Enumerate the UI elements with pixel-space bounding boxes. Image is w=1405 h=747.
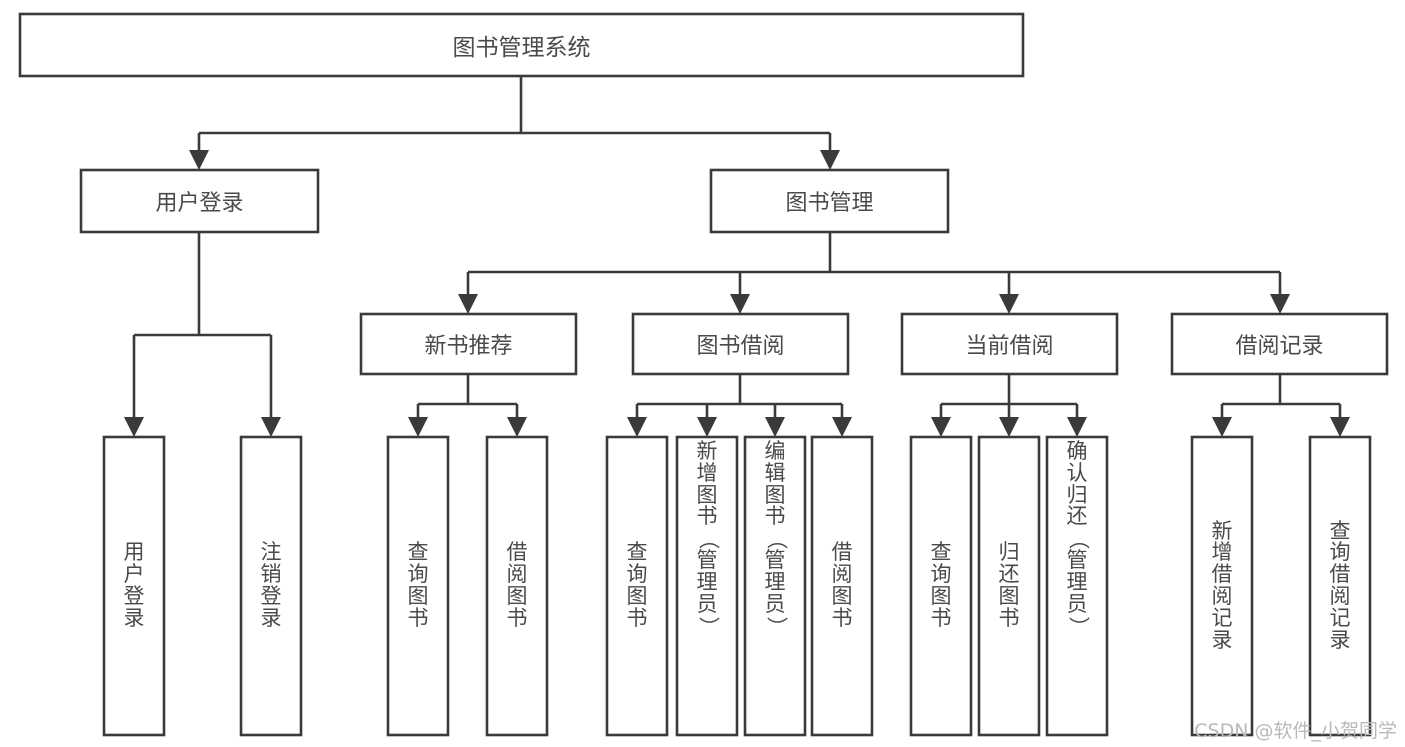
edge-group-root: [189, 76, 840, 170]
arrow-head-icon: [1067, 417, 1087, 437]
arrow-head-icon: [832, 417, 852, 437]
arrow-head-icon: [730, 294, 750, 314]
node-box-leaf-return-book[interactable]: [977, 435, 1041, 737]
arrow-head-icon: [1330, 417, 1350, 437]
arrow-head-icon: [1270, 294, 1290, 314]
node-box-leaf-borrow-book-1[interactable]: [485, 435, 549, 737]
arrow-head-icon: [124, 417, 144, 437]
node-box-new-book-rec[interactable]: [359, 312, 578, 376]
arrow-head-icon: [408, 417, 428, 437]
arrow-head-icon: [261, 417, 281, 437]
arrow-head-icon: [999, 294, 1019, 314]
node-box-user-login[interactable]: [79, 168, 320, 234]
edge-group-new-book-rec: [408, 374, 527, 437]
node-box-book-mgmt[interactable]: [709, 168, 950, 234]
arrow-head-icon: [627, 417, 647, 437]
edge-group-book-mgmt: [458, 232, 1290, 314]
arrow-head-icon: [820, 150, 840, 170]
node-box-leaf-borrow-book-2[interactable]: [810, 435, 874, 737]
node-box-book-borrow[interactable]: [631, 312, 850, 376]
arrow-head-icon: [1212, 417, 1232, 437]
node-box-leaf-query-book-3[interactable]: [909, 435, 973, 737]
arrow-head-icon: [189, 150, 209, 170]
arrow-head-icon: [931, 417, 951, 437]
arrow-head-icon: [697, 417, 717, 437]
arrow-head-icon: [458, 294, 478, 314]
node-box-leaf-add-record[interactable]: [1190, 435, 1254, 737]
node-box-leaf-query-record[interactable]: [1308, 435, 1372, 737]
arrow-head-icon: [507, 417, 527, 437]
node-box-leaf-query-book-2[interactable]: [605, 435, 669, 737]
node-box-leaf-logout[interactable]: [239, 435, 303, 737]
node-box-leaf-user-login[interactable]: [102, 435, 166, 737]
node-box-leaf-confirm-return[interactable]: [1045, 435, 1109, 737]
node-box-borrow-record[interactable]: [1170, 312, 1389, 376]
node-box-leaf-add-book[interactable]: [675, 435, 739, 737]
arrow-head-icon: [999, 417, 1019, 437]
node-box-current-borrow[interactable]: [900, 312, 1119, 376]
node-box-root[interactable]: [18, 12, 1025, 78]
edge-group-borrow-record: [1212, 374, 1350, 437]
node-box-leaf-edit-book[interactable]: [743, 435, 807, 737]
arrow-head-icon: [765, 417, 785, 437]
node-box-leaf-query-book-1[interactable]: [386, 435, 450, 737]
edge-group-book-borrow: [627, 374, 852, 437]
edge-group-current-borrow: [931, 374, 1087, 437]
edge-group-user-login: [124, 232, 281, 437]
